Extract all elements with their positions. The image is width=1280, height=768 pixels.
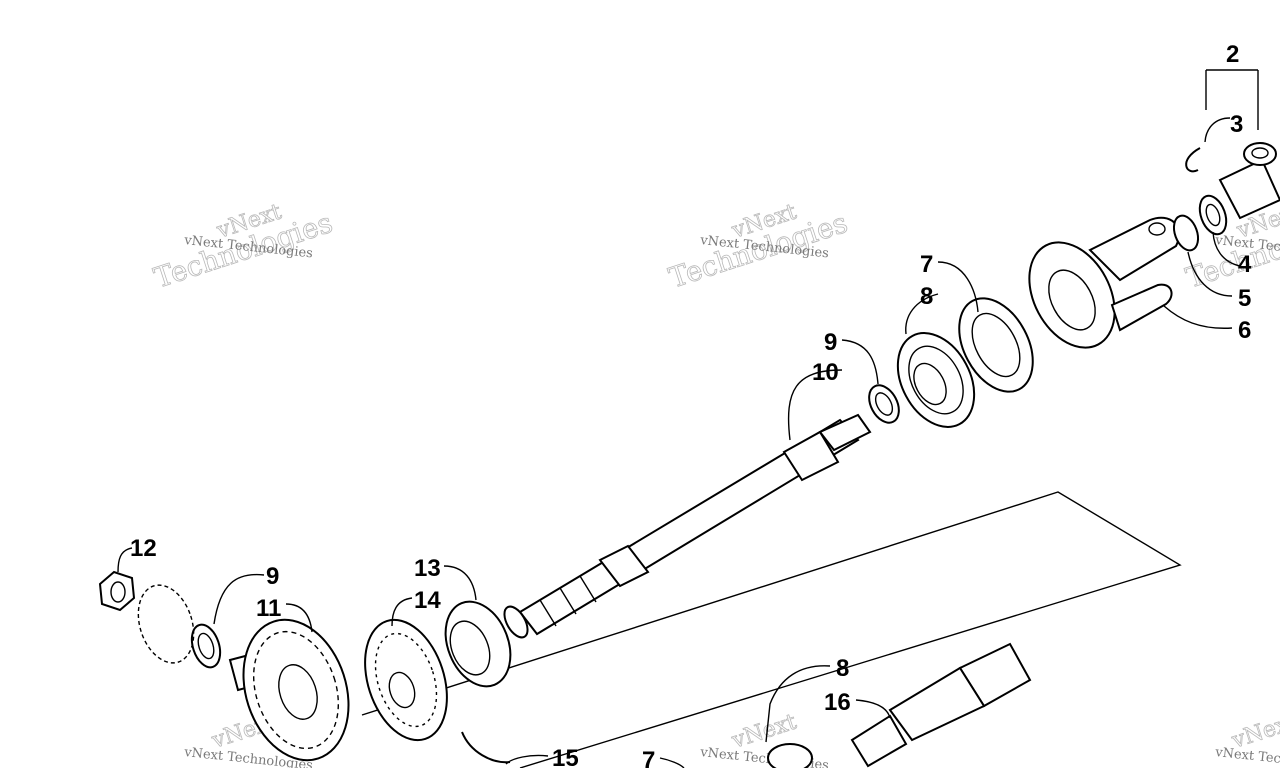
nut [98,570,136,612]
yoke [1028,216,1181,349]
bearing-13 [444,600,512,688]
seal-upper [958,297,1034,393]
bevel-gear [364,618,448,742]
bearing-lower [137,584,195,664]
callout-11: 11 [256,595,281,622]
watermark-1: vNext Technologies vNext Technologies [150,199,337,295]
callout-7-lower: 7 [642,747,655,768]
shim [461,731,511,764]
callout-9-upper: 9 [824,329,837,356]
output-shaft [503,413,872,639]
watermark-2: vNext Technologies vNext Technologies [665,199,852,295]
washer-5 [1172,214,1200,252]
spur-gear [228,618,350,762]
callout-16: 16 [824,689,851,716]
washer-upper [868,384,900,424]
callout-15: 15 [552,745,579,768]
callout-13: 13 [414,555,441,582]
callout-8-lower: 8 [836,655,849,682]
callout-5: 5 [1238,285,1251,312]
callout-6: 6 [1238,317,1251,344]
watermark-6: vNext vNext Technologies [1214,709,1280,768]
callout-12: 12 [130,535,157,562]
callout-8-upper: 8 [920,283,933,310]
bearing-inset [767,743,813,768]
callout-3: 3 [1230,111,1243,138]
snap-ring [1185,147,1201,173]
svg-text:vNext Technologies: vNext Technologies [1214,745,1280,768]
leader-lines [117,69,1259,768]
callout-4: 4 [1238,251,1252,278]
callout-7-upper: 7 [920,251,933,278]
bearing-upper [896,332,976,428]
u-joint-cross [1218,142,1280,220]
callout-9-lower: 9 [266,563,279,590]
inset-box-outline [361,491,1182,768]
input-shaft [767,642,1032,768]
washer-4 [1198,194,1228,236]
callout-10: 10 [812,359,839,386]
callout-14: 14 [414,587,441,614]
callout-2: 2 [1226,41,1239,68]
